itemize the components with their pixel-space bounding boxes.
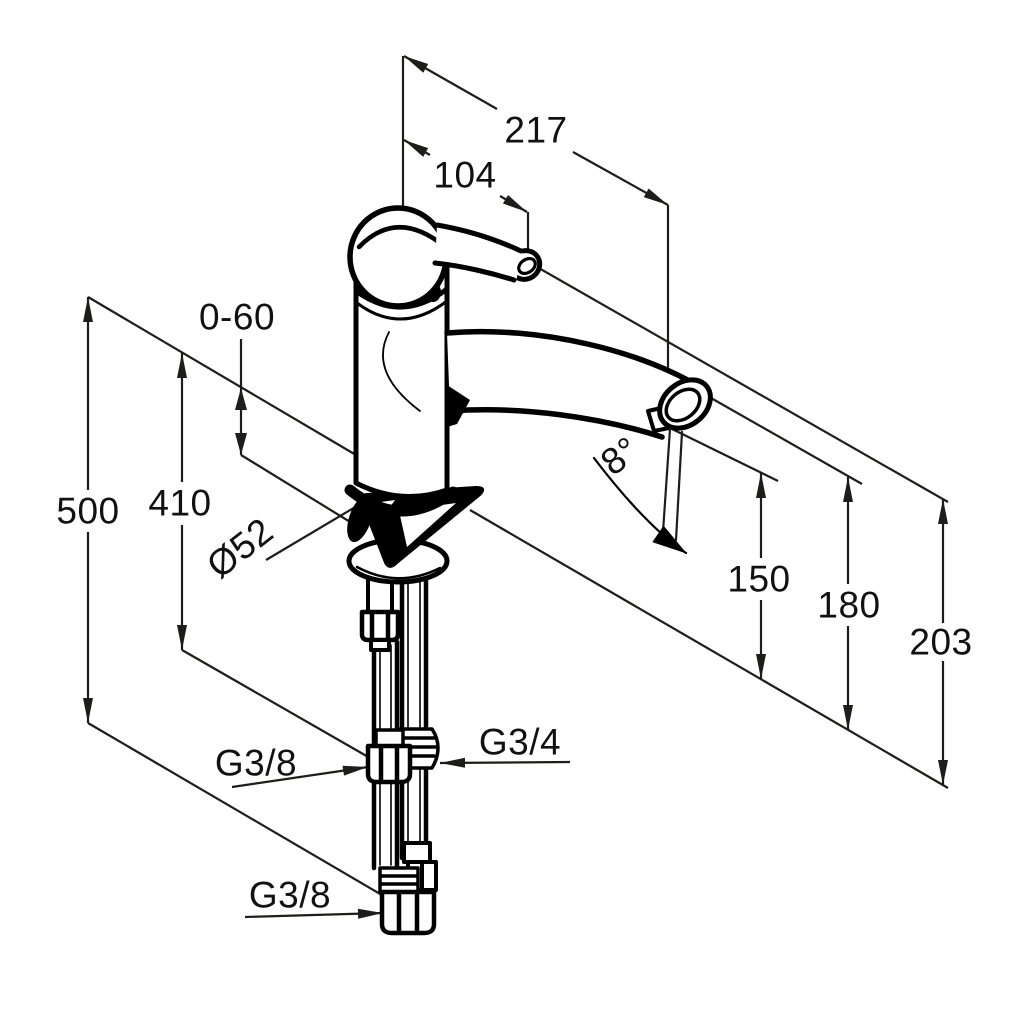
spout-bottom-edge (447, 407, 665, 440)
body-seam-curve (382, 331, 421, 412)
dim-217-label: 217 (504, 109, 568, 151)
spout-fill (447, 331, 703, 437)
g38-mid-nut (365, 743, 413, 785)
handle-knob (347, 205, 449, 309)
faucet (344, 205, 713, 936)
ext-hose-mid (181, 649, 371, 759)
spout-root-shadow (447, 385, 470, 427)
dim-217-line-a (403, 55, 498, 110)
dim-500-label: 500 (56, 490, 120, 532)
dim-150-label: 150 (727, 558, 791, 600)
ext-spout-top-level (696, 389, 863, 485)
arrow-down-icon (235, 433, 247, 455)
handle (347, 205, 543, 309)
ext-counter-plane-right (469, 509, 949, 789)
ext-total-height-level (529, 262, 949, 503)
g38-bottom-hex-nut (379, 889, 437, 936)
dim-410-label: 410 (148, 482, 212, 524)
lever-bottom-edge (432, 260, 517, 283)
ext-outlet-level (669, 427, 779, 482)
leader-g34 (439, 757, 571, 768)
dimension-lines (83, 55, 948, 919)
leader-g38-lower (244, 908, 384, 919)
arrow-up-icon (235, 388, 247, 410)
leader-g38-upper (231, 765, 369, 789)
hose-left-ribs (378, 866, 420, 894)
lever-tip-opening (517, 256, 537, 276)
body-collar-band-lower (355, 299, 449, 321)
flow-annotation (592, 427, 688, 555)
escutcheon-ring (344, 484, 459, 517)
dim-180-label: 180 (817, 584, 881, 626)
hose-right (399, 572, 429, 861)
dim-104-label: 104 (433, 154, 497, 196)
handle-knob-rim (356, 225, 447, 250)
dim-203-label: 203 (909, 621, 973, 663)
dim-104-line-b (499, 194, 528, 213)
dim-0-60-label: 0-60 (198, 296, 276, 338)
spout (444, 328, 713, 440)
base-washer-inner (355, 565, 442, 580)
hose-right-inner (407, 577, 421, 856)
extension-lines (87, 56, 949, 899)
dim-0-60-arrowheads (235, 388, 247, 455)
spout-top-edge (444, 328, 706, 392)
thread-g38-upper-label: G3/8 (214, 742, 298, 784)
leader-dia52 (265, 502, 363, 561)
stud-stub (369, 638, 391, 652)
thread-g38-lower-label: G3/8 (248, 874, 332, 916)
mounting-base (344, 484, 485, 585)
g38-mid-collar (374, 728, 405, 748)
dim-104-line-a (403, 139, 431, 157)
spout-outlet-opening (664, 387, 702, 423)
ext-counter-plane-left (87, 296, 357, 456)
dim-217-line-b (572, 151, 669, 206)
supply-hoses (359, 572, 440, 936)
lever-top-edge (434, 222, 524, 254)
lever-fill (435, 225, 523, 281)
ext-hose-end (87, 722, 388, 899)
stream-line-b (674, 430, 684, 542)
stream-line-a (661, 427, 672, 534)
angle-arc (592, 456, 688, 555)
stud-hex-nut (359, 609, 401, 643)
thread-g34-label: G3/4 (478, 721, 562, 763)
